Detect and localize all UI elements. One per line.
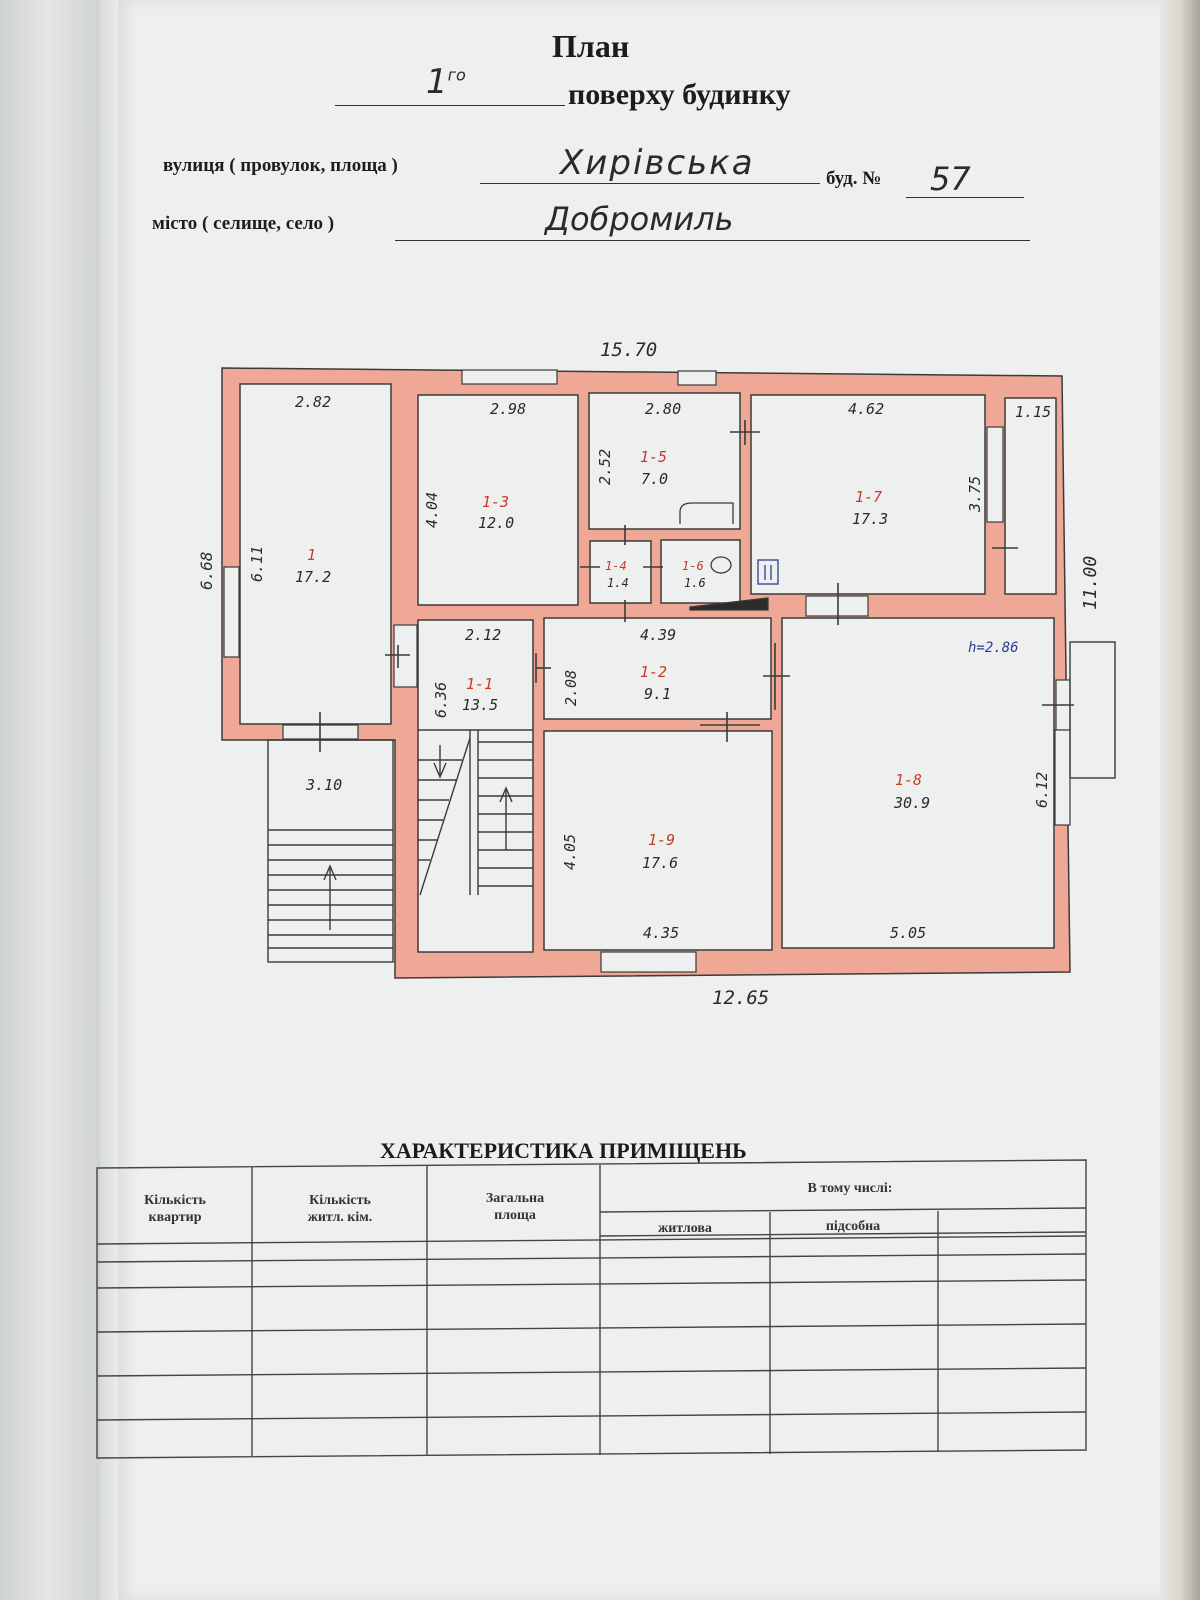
room-1-6-id: 1-6 [682,559,704,573]
room-1-1-id: 1-1 [466,675,493,693]
page-edge [1160,0,1200,1600]
col-auxiliary: підсобна [825,1219,881,1234]
room-1-3-area: 12.0 [478,514,514,532]
windows [223,369,1071,973]
overall-top-dim: 15.70 [600,339,657,361]
building-label: буд. № [826,168,882,189]
room-1-height: 6.11 [248,546,266,582]
street-value: Хирівська [560,143,755,183]
room-1-7-height: 3.75 [966,476,984,513]
building-underline [906,197,1024,198]
boiler-icon [757,559,779,585]
room-1-9-area: 17.6 [642,854,678,872]
col-total-area: Загальна площа [485,1191,545,1223]
room-1-8-height: 6.12 [1033,772,1051,808]
room-1-8-id: 1-8 [895,771,922,789]
room-1-2-area: 9.1 [644,685,671,703]
room-1-id: 1 [307,546,316,564]
room-1-9-width: 4.35 [643,924,679,942]
walls [221,367,1071,979]
col-living: житлова [658,1221,712,1236]
document-title: План [552,28,630,64]
plan-labels: 15.70 12.65 6.68 11.00 h=2.86 2.82 6.11 … [197,339,1101,1009]
room-1-7-id: 1-7 [855,488,882,506]
chimney-icon [689,597,769,611]
room-1-4-area: 1.4 [607,576,629,590]
table-title: ХАРАКТЕРИСТИКА ПРИМІЩЕНЬ [380,1138,747,1163]
closet-width: 1.15 [1015,403,1051,421]
room-1-3-id: 1-3 [482,493,509,511]
room-1-5-id: 1-5 [640,448,667,466]
col-apartments: Кількість квартир [144,1193,206,1225]
floor-number-suffix: го [447,65,466,85]
col-living-rooms: Кількість житл. кім. [307,1193,373,1225]
room-1-1-height: 6.36 [432,682,450,718]
room-1-9-id: 1-9 [648,831,675,849]
street-label: вулиця ( провулок, площа ) [163,155,398,176]
floor-number-value: 1 [426,62,448,102]
porch-width: 3.10 [305,776,342,794]
floor-label: поверху будинку [568,78,791,111]
room-1-3-height: 4.04 [423,492,441,528]
city-value: Добромиль [545,200,734,238]
bathtub-icon [679,502,734,524]
city-underline [395,240,1030,241]
room-1-1-width: 2.12 [465,626,501,644]
street-underline [480,183,820,184]
room-1-8-width: 5.05 [890,924,926,942]
room-1-area: 17.2 [295,568,331,586]
fixtures [679,502,779,611]
room-1-width: 2.82 [295,393,331,411]
room-1-2-id: 1-2 [640,663,667,681]
room-1-6-area: 1.6 [684,576,706,590]
room-1-2-height: 2.08 [562,670,580,706]
room-1-1-area: 13.5 [462,696,498,714]
height-note: h=2.86 [968,640,1019,656]
overall-right-dim: 11.00 [1080,556,1101,610]
floor-underline [335,105,565,106]
overall-bottom-dim: 12.65 [712,987,769,1009]
document-page [118,0,1173,1600]
room-1-9-height: 4.05 [561,834,579,870]
door-marks [319,420,1074,752]
room-1-3-width: 2.98 [490,400,526,418]
room-1-4-id: 1-4 [605,559,627,573]
floor-number: 1го [426,62,466,102]
overall-left-dim: 6.68 [197,551,216,590]
toilet-icon [710,556,732,574]
col-including: В тому числі: [807,1181,893,1196]
room-1-8-area: 30.9 [893,794,930,812]
room-1-7-width: 4.62 [848,400,884,418]
room-1-5-area: 7.0 [641,470,668,488]
room-1-7-area: 17.3 [852,510,888,528]
city-label: місто ( селище, село ) [152,213,335,234]
room-1-5-height: 2.52 [596,449,614,485]
room-1-2-width: 4.39 [640,626,676,644]
porch-stairs [267,641,1116,963]
room-1-5-width: 2.80 [645,400,681,418]
building-value: 57 [930,160,971,198]
